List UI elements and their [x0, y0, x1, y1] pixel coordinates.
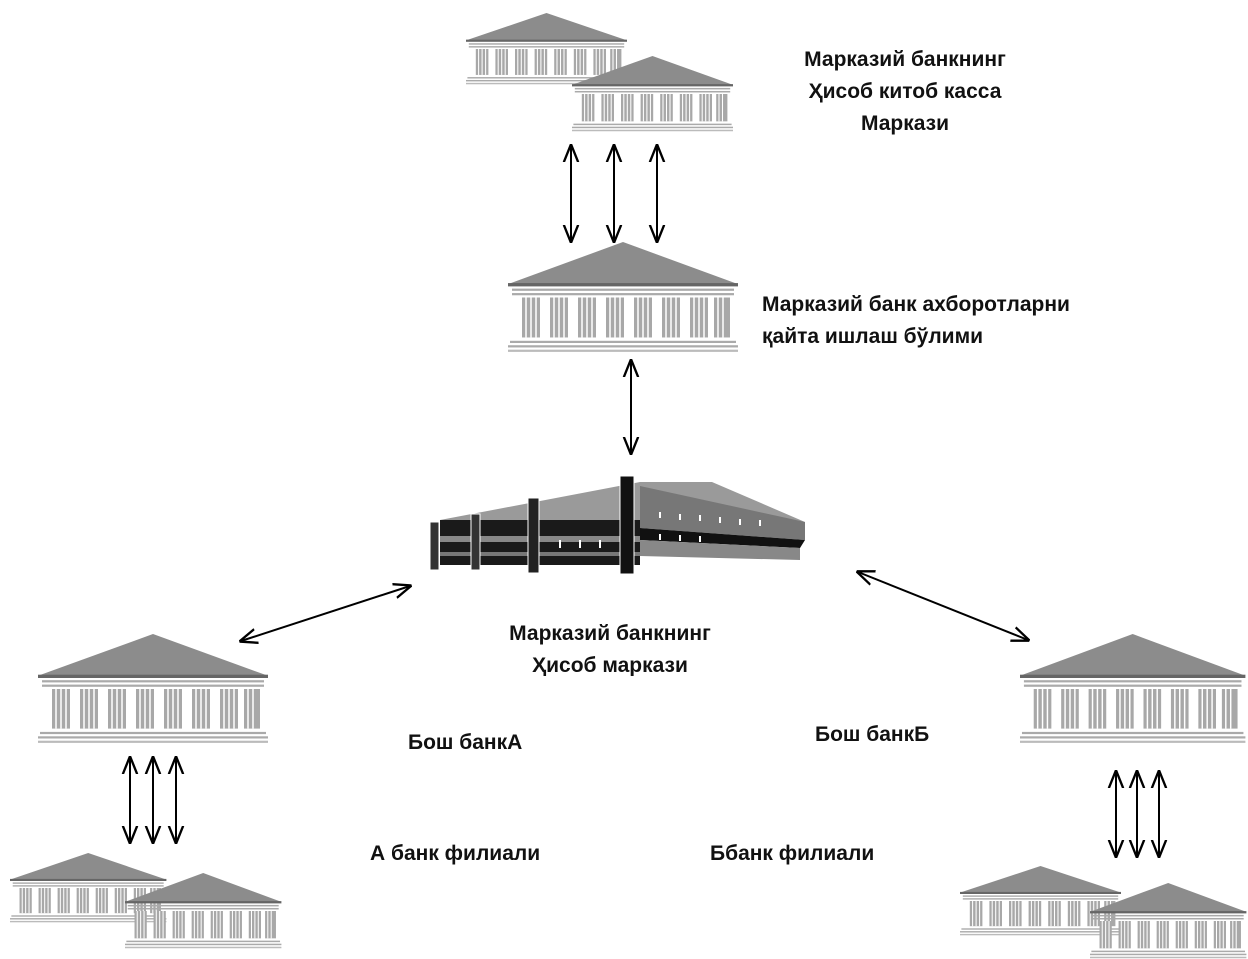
bank-building-icon: [37, 633, 269, 744]
branch-b-label: Ббанк филиали: [710, 842, 875, 865]
connector-arrows: [130, 146, 1159, 856]
settlement-center-building-icon: [429, 475, 805, 575]
cb-info-processing-label: Марказий банк ахборотларни қайта ишлаш б…: [762, 293, 1070, 348]
head-bank-b-label: Бош банкБ: [815, 723, 930, 746]
bank-building-icon: [465, 12, 628, 85]
cb-cash-center-label: Марказий банкнинг Ҳисоб китоб касса Марк…: [804, 48, 1006, 135]
bank-building-icon: [959, 865, 1122, 936]
bank-building-icon: [124, 872, 282, 949]
head-bank-a-label: Бош банкА: [408, 731, 523, 754]
branch-a-label: А банк филиали: [370, 842, 541, 865]
bank-building-icon: [507, 241, 739, 353]
cb-settlement-center-label: Марказий банкнинг Ҳисоб маркази: [509, 622, 711, 676]
bank-building-icon: [1019, 633, 1247, 744]
